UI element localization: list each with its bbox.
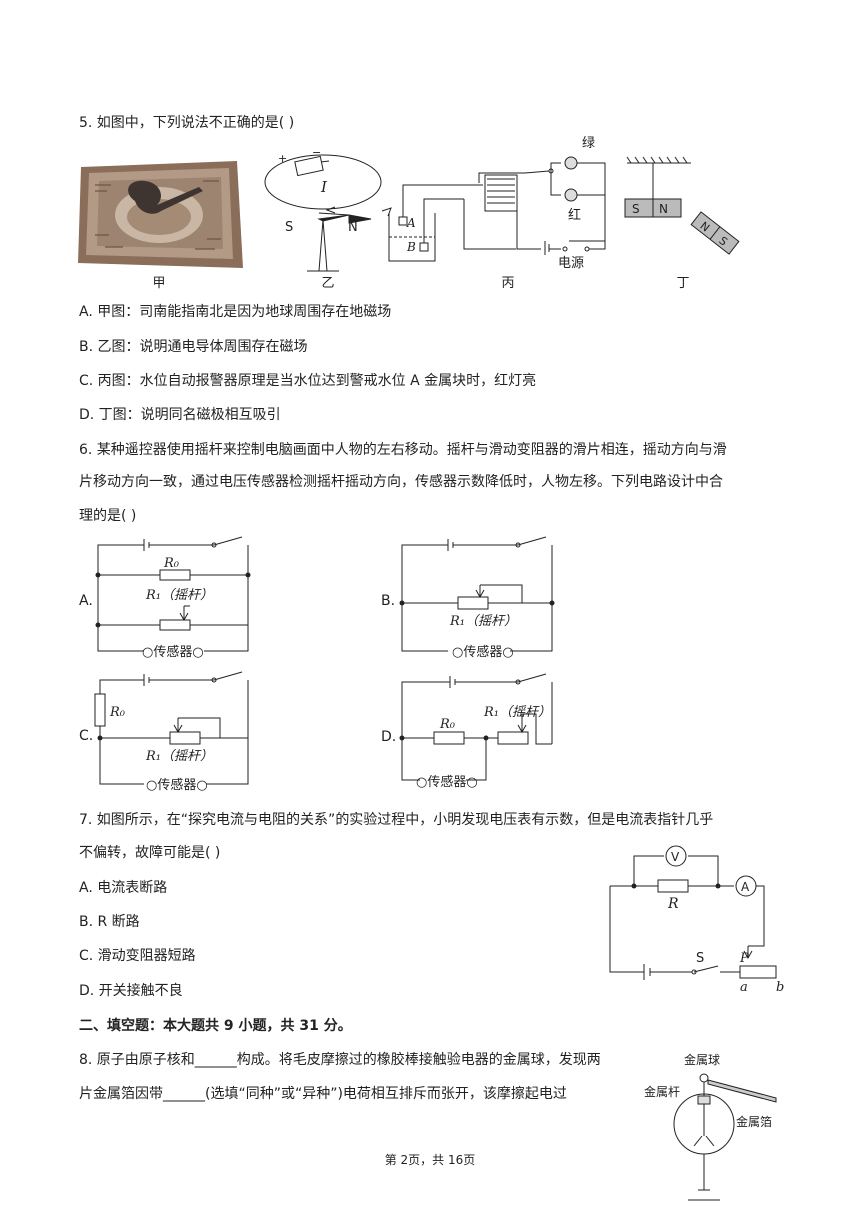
q7-stem-line1: 7. 如图所示，在“探究电流与电阻的关系”的实验过程中，小明发现电压表有示数，但… xyxy=(79,812,714,828)
q6-stem-line2: 片移动方向一致，通过电压传感器检测摇杆摇动方向，传感器示数降低时，人物左移。下列… xyxy=(79,474,723,490)
label-n: N xyxy=(348,220,358,235)
label-yi: 乙 xyxy=(321,276,334,291)
q5-option-d: D. 丁图：说明同名磁极相互吸引 xyxy=(79,407,281,423)
ding-n: N xyxy=(659,202,668,216)
q6-circuit-b: B. R₁（摇杆） ○传感器○ xyxy=(380,535,570,665)
q6a-sensor: ○传感器○ xyxy=(142,644,204,660)
oersted-diagram xyxy=(264,154,392,272)
q6-circuit-c: C. R₀ R₁（摇杆） ○传感器○ xyxy=(76,668,266,798)
q7-p-label: P xyxy=(739,951,749,966)
q6c-r1: R₁（摇杆） xyxy=(145,748,213,764)
q5-option-a: A. 甲图：司南能指南北是因为地球周围存在地磁场 xyxy=(79,304,392,320)
q7-b-end: b xyxy=(776,980,784,995)
label-s: S xyxy=(285,220,293,235)
label-jia: 甲 xyxy=(152,276,165,291)
q7-option-c: C. 滑动变阻器短路 xyxy=(79,948,196,964)
magnets-diagram: N S xyxy=(624,156,740,255)
q7-option-d: D. 开关接触不良 xyxy=(79,983,183,999)
label-b: B xyxy=(406,240,416,254)
q6d-r1: R₁（摇杆） xyxy=(483,704,551,720)
q7-a-meter-label: A xyxy=(741,880,750,894)
q7-r-label: R xyxy=(667,896,679,912)
q6c-sensor: ○传感器○ xyxy=(146,777,208,793)
q8-stem-line2: 片金属箔因带______(选填“同种”或“异种”)电荷相互排斥而张开，该摩擦起电… xyxy=(79,1086,567,1102)
svg-text:+: + xyxy=(278,152,287,165)
label-green: 绿 xyxy=(582,136,595,151)
water-alarm-diagram xyxy=(388,156,606,262)
q7-stem-line2: 不偏转，故障可能是( ) xyxy=(79,845,221,861)
q6a-r1: R₁（摇杆） xyxy=(145,587,213,603)
q6d-sensor: ○传感器○ xyxy=(416,774,478,790)
q5-figure: 甲 + − I S N 乙 xyxy=(75,135,765,295)
section-heading: 二、填空题：本大题共 9 小题，共 31 分。 xyxy=(79,1018,352,1034)
label-bing: 丙 xyxy=(501,276,514,291)
q6c-r0: R₀ xyxy=(109,705,126,720)
q6-label-b: B. xyxy=(381,593,395,609)
label-current: I xyxy=(320,178,328,196)
q6-label-a: A. xyxy=(79,593,93,609)
q8-foil-label: 金属箔 xyxy=(736,1114,772,1129)
q6d-r0: R₀ xyxy=(439,717,456,732)
q6-circuit-a: A. R₀ R₁（摇杆） ○传感器○ xyxy=(76,535,266,665)
q8-electroscope: 金属球 金属杆 金属箔 xyxy=(636,1040,792,1216)
q7-option-a: A. 电流表断路 xyxy=(79,880,168,896)
q8-rod-label: 金属杆 xyxy=(644,1084,680,1099)
q6-stem-line3: 理的是( ) xyxy=(79,508,137,524)
q6-circuit-d: D. R₀ R₁（摇杆） ○传感器○ xyxy=(380,668,580,798)
sinan-image xyxy=(78,161,243,268)
q7-option-b: B. R 断路 xyxy=(79,914,140,930)
q8-stem-line1: 8. 原子由原子核和______构成。将毛皮摩擦过的橡胶棒接触验电器的金属球，发… xyxy=(79,1052,601,1068)
label-ding: 丁 xyxy=(676,276,689,291)
page-footer: 第 2页，共 16页 xyxy=(384,1153,476,1167)
q7-v-label: V xyxy=(671,850,680,864)
q5-option-b: B. 乙图：说明通电导体周围存在磁场 xyxy=(79,339,308,355)
q6a-r0: R₀ xyxy=(163,556,180,571)
ding-s: S xyxy=(632,202,640,216)
q5-option-c: C. 丙图：水位自动报警器原理是当水位达到警戒水位 A 金属块时，红灯亮 xyxy=(79,373,537,389)
label-power: 电源 xyxy=(558,256,584,271)
label-a: A xyxy=(406,216,416,230)
q7-circuit: V A R S P a b xyxy=(600,838,790,996)
q6b-r1: R₁（摇杆） xyxy=(449,613,517,629)
svg-text:−: − xyxy=(312,146,321,159)
q6-label-d: D. xyxy=(381,729,396,745)
q7-s-label: S xyxy=(696,951,704,966)
label-red: 红 xyxy=(568,207,581,223)
q6-stem-line1: 6. 某种遥控器使用摇杆来控制电脑画面中人物的左右移动。摇杆与滑动变阻器的滑片相… xyxy=(79,442,727,458)
q7-a-end: a xyxy=(740,980,748,995)
q8-ball-label: 金属球 xyxy=(684,1052,720,1067)
q5-stem: 5. 如图中，下列说法不正确的是( ) xyxy=(79,115,295,131)
q6-label-c: C. xyxy=(79,728,93,744)
q6b-sensor: ○传感器○ xyxy=(452,644,514,660)
